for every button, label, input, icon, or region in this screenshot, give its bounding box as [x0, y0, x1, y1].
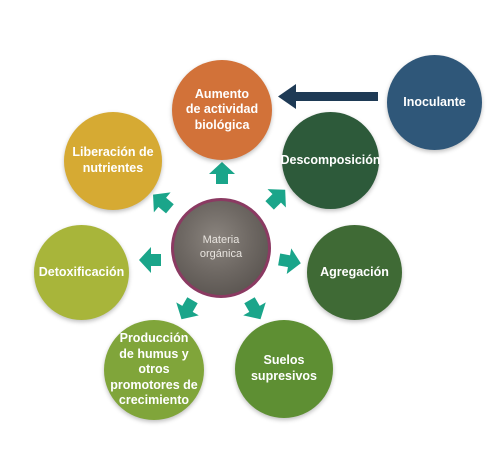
center-label-line1: Materia	[202, 234, 240, 247]
node-agregacion: Agregación	[307, 225, 402, 320]
node-liberacion-line2: nutrientes	[82, 161, 144, 175]
node-produccion: Producción de humus y otros promotores d…	[104, 320, 204, 420]
node-detox: Detoxificación	[34, 225, 129, 320]
arrow-to-liberacion	[153, 192, 174, 214]
node-aumento: Aumento de actividad biológica	[172, 60, 272, 160]
node-produccion-line4: crecimiento	[118, 393, 190, 408]
node-suelos-line1: Suelos	[263, 353, 305, 368]
arrow-to-produccion	[176, 297, 199, 320]
inoculant-arrow	[278, 84, 378, 109]
arrow-to-aumento	[209, 162, 235, 184]
node-detox-line1: Detoxificación	[38, 264, 125, 279]
node-descomposicion: Descomposición	[280, 112, 381, 209]
node-suelos-line2: supresivos	[250, 369, 317, 383]
node-liberacion-line1: Liberación de	[72, 145, 154, 160]
center-label-line2: orgánica	[199, 248, 243, 260]
node-produccion-line2: de humus y otros	[119, 346, 189, 377]
arrow-to-suelos	[243, 297, 266, 320]
node-inoculante-line1: Inoculante	[403, 94, 466, 109]
arrow-to-detox	[139, 247, 161, 273]
node-suelos: Suelos supresivos	[235, 320, 333, 418]
arrow-to-agregacion	[278, 248, 301, 274]
node-liberacion: Liberación de nutrientes	[64, 112, 162, 210]
node-descomposicion-line1: Descomposición	[280, 152, 381, 167]
node-agregacion-line1: Agregación	[320, 264, 389, 279]
node-aumento-line1: Aumento	[194, 86, 250, 101]
node-aumento-line3: biológica	[194, 117, 250, 132]
node-materia-organica: Materia orgánica	[171, 198, 271, 298]
node-inoculante: Inoculante	[387, 55, 482, 150]
node-aumento-line2: de actividad	[185, 102, 259, 117]
node-produccion-line3: promotores de	[110, 377, 198, 392]
node-produccion-line1: Producción	[119, 330, 189, 345]
